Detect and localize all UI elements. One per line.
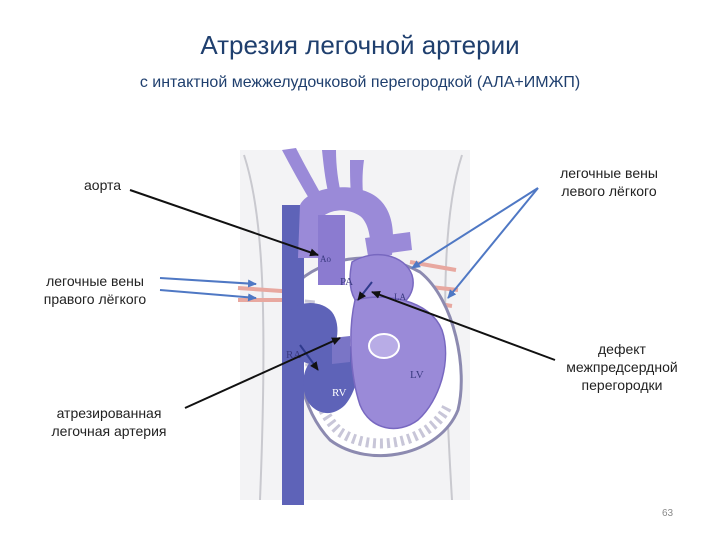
label-atretic-line2: легочная артерия — [30, 422, 188, 440]
label-pulmonary-veins-left-line1: легочные вены — [544, 164, 674, 182]
page-number: 63 — [662, 508, 673, 519]
label-lv: LV — [410, 369, 424, 381]
label-pulmonary-veins-right-line1: легочные вены — [30, 272, 160, 290]
label-asd-line1: дефект — [548, 340, 696, 358]
label-pulmonary-veins-left: легочные вены левого лёгкого — [544, 164, 674, 200]
mitral-valve — [369, 334, 399, 358]
label-rv: RV — [332, 387, 346, 399]
label-atretic-line1: атрезированная — [30, 404, 188, 422]
label-pulmonary-veins-left-line2: левого лёгкого — [544, 182, 674, 200]
label-aorta: аорта — [84, 176, 121, 194]
label-pulmonary-veins-right-line2: правого лёгкого — [30, 290, 160, 308]
label-asd-line2: межпредсердной — [548, 358, 696, 376]
label-pa: PA — [340, 276, 353, 288]
label-atrial-septal-defect: дефект межпредсердной перегородки — [548, 340, 696, 394]
label-asd-line3: перегородки — [548, 376, 696, 394]
label-atretic-pulmonary-artery: атрезированная легочная артерия — [30, 404, 188, 440]
ascending-aorta — [318, 215, 345, 285]
label-pulmonary-veins-right: легочные вены правого лёгкого — [30, 272, 160, 308]
label-ao: Ao — [320, 254, 331, 264]
